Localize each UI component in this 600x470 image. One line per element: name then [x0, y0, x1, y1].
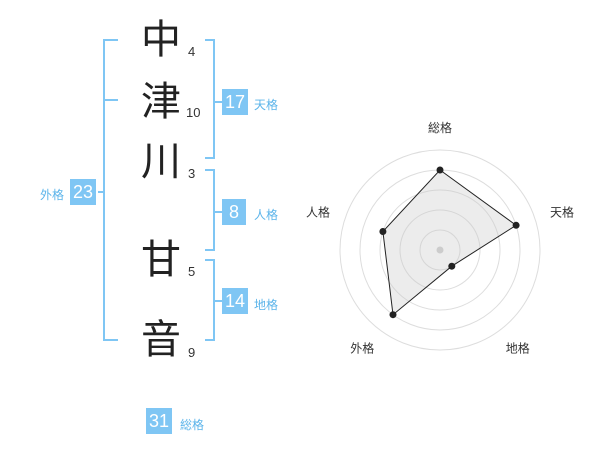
jinkaku-value-badge: 8 [222, 199, 246, 225]
name-char-3: 川 [141, 139, 181, 185]
stroke-count-3: 3 [188, 166, 196, 181]
stroke-count-5: 9 [188, 345, 196, 360]
soukaku-value-badge: 31 [146, 408, 173, 434]
chikaku-label: 地格 [254, 298, 279, 312]
radar-point-3 [448, 262, 456, 270]
gaikaku-label: 外格 [40, 188, 65, 202]
radar-axis-label-3: 地格 [506, 341, 530, 356]
radar-ring-2 [399, 209, 481, 291]
tenkaku-value-badge: 17 [222, 89, 249, 115]
radar-point-2 [512, 221, 520, 229]
radar-axis-label-1: 総格 [428, 120, 452, 135]
tenkaku-bracket [205, 39, 215, 159]
gaikaku-value-badge: 23 [70, 179, 97, 205]
tenkaku-label: 天格 [254, 98, 279, 112]
radar-axis-label-5: 人格 [306, 204, 330, 219]
radar-center-dot [436, 246, 444, 254]
radar-ring-3 [379, 189, 501, 311]
name-char-1: 中 [141, 17, 181, 63]
jinkaku-bracket [205, 169, 215, 251]
name-char-5: 音 [141, 317, 181, 363]
stroke-count-1: 4 [188, 44, 196, 59]
radar-ring-1 [419, 229, 461, 271]
radar-point-5 [379, 228, 387, 235]
name-char-2: 津 [141, 79, 181, 125]
radar-axis-label-2: 天格 [550, 204, 574, 219]
soukaku-label: 総格 [180, 418, 205, 432]
gaikaku-bracket [103, 39, 118, 341]
chikaku-value-badge: 14 [222, 288, 249, 314]
radar-axis-label-4: 外格 [350, 341, 374, 356]
radar-point-1 [436, 166, 444, 174]
stroke-count-4: 5 [188, 264, 196, 279]
radar-point-4 [389, 311, 397, 319]
radar-polygon [382, 169, 517, 316]
jinkaku-label: 人格 [254, 208, 279, 222]
stroke-count-2: 10 [186, 105, 201, 120]
name-char-4: 甘 [141, 237, 181, 283]
